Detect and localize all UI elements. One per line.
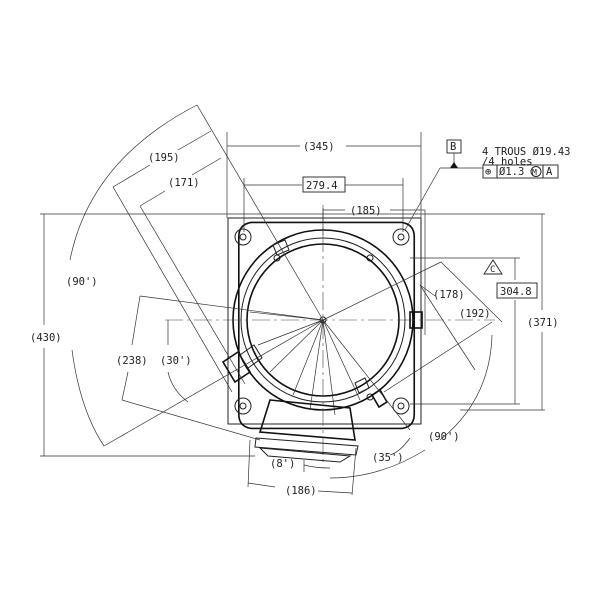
datum-c: C [490, 265, 495, 275]
hole-note-line1: 4 TROUS Ø19.43 [482, 146, 571, 158]
angle-90-right: (90') [428, 431, 460, 443]
fcf-modifier: M [532, 168, 537, 177]
dimension-lines [40, 104, 545, 496]
dim-304-8: 304.8 [500, 286, 532, 298]
fcf-datum: A [546, 166, 553, 178]
angle-8: (8') [270, 458, 295, 470]
fcf-tolerance: Ø1.3 [499, 166, 524, 178]
mounting-plate [227, 217, 422, 430]
angle-30: (30') [160, 355, 192, 367]
feature-control-frame: ⊕ Ø1.3 M A [482, 164, 559, 179]
junction-box [254, 399, 359, 463]
datum-c-triangle [483, 259, 503, 275]
dim-171: (171) [168, 177, 200, 189]
angle-35: (35') [372, 452, 404, 464]
dim-279-4: 279.4 [306, 180, 338, 192]
datum-b: B [450, 141, 456, 153]
datum-triangle [450, 162, 458, 168]
datum-b-box [446, 139, 462, 154]
dim-185: (185) [350, 205, 382, 217]
dimension-labels: (345) 279.4 (185) (430) (371) 304.8 (195… [30, 141, 559, 497]
dim-178: (178) [433, 289, 465, 301]
dim-192: (192) [459, 308, 491, 320]
dim-195: (195) [148, 152, 180, 164]
position-symbol-icon: ⊕ [485, 166, 491, 178]
dim-371: (371) [527, 317, 559, 329]
dim-430: (430) [30, 332, 62, 344]
dim-345: (345) [303, 141, 335, 153]
fan-blades [249, 311, 361, 416]
dim-238: (238) [116, 355, 148, 367]
angle-90-left: (90') [66, 276, 98, 288]
cable-fitting-right [272, 239, 423, 409]
cable-fitting-left [221, 344, 263, 384]
dim-186: (186) [285, 485, 317, 497]
